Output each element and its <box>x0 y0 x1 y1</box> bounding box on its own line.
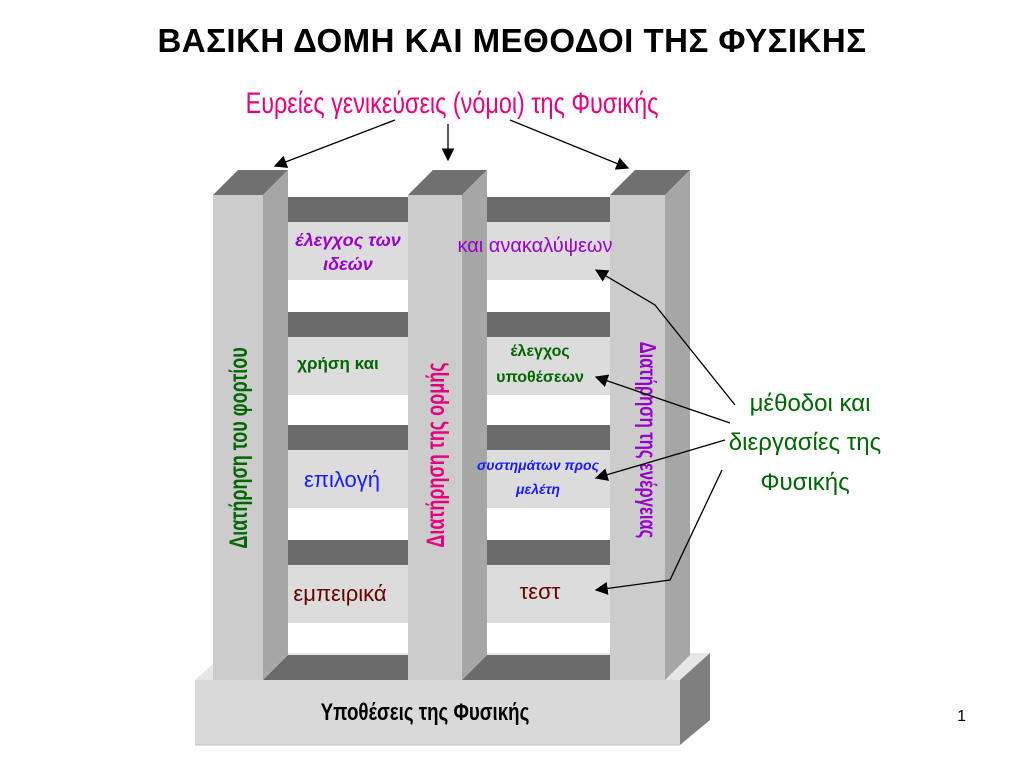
right-row2-line2: υποθέσεων <box>496 369 584 386</box>
left-row2: χρήση και <box>297 354 379 373</box>
left-row1-line2: ιδεών <box>323 254 373 274</box>
left-pillar-label: Διατήρηση του φορτίου <box>224 347 253 548</box>
right-pillar <box>610 170 690 680</box>
side-arrows <box>594 269 736 595</box>
arrow-to-hypotheses <box>594 374 731 424</box>
base-label: Υποθέσεις της Φυσικής <box>321 699 530 726</box>
laws-label: Ευρείες γενικεύσεις (νόμοι) της Φυσικής <box>246 86 659 119</box>
right-row3-line2: μελέτη <box>515 481 560 497</box>
right-compartment-texts: και ανακαλύψεων έλεγχος υποθέσεων συστημ… <box>457 235 612 604</box>
side-note-line3: Φυσικής <box>760 469 849 496</box>
top-arrows <box>273 119 630 170</box>
arrow-to-discoveries <box>594 269 736 406</box>
right-row1: και ανακαλύψεων <box>457 235 612 257</box>
right-shelves <box>462 197 635 680</box>
middle-pillar-label: Διατήρηση της ορμής <box>421 362 450 547</box>
side-note-line2: διεργασίες της <box>729 429 881 456</box>
left-row3: επιλογή <box>304 467 380 492</box>
arrow-to-systems <box>594 439 726 481</box>
left-compartment-texts: έλεγχος των ιδεών χρήση και επιλογή εμπε… <box>293 230 400 606</box>
arrow-to-right-pillar <box>509 119 630 170</box>
left-row1-line1: έλεγχος των <box>295 230 401 250</box>
left-pillar <box>213 170 288 680</box>
slide-title: ΒΑΣΙΚΗ ΔΟΜΗ ΚΑΙ ΜΕΘΟΔΟΙ ΤΗΣ ΦΥΣΙΚΗΣ <box>157 22 867 59</box>
right-row4: τεστ <box>520 579 561 604</box>
right-row2-line1: έλεγχος <box>510 343 569 360</box>
page-number: 1 <box>957 708 966 725</box>
right-pillar-label: Διατήρηση της ενέργειας <box>634 342 659 538</box>
left-row4: εμπειρικά <box>293 581 386 606</box>
side-note: μέθοδοι και διεργασίες της Φυσικής <box>729 390 881 496</box>
arrow-to-test <box>594 469 723 595</box>
side-note-line1: μέθοδοι και <box>750 390 871 417</box>
right-row3-line1: συστημάτων προς <box>477 457 600 473</box>
middle-pillar <box>408 170 487 680</box>
arrow-to-left-pillar <box>273 119 396 168</box>
